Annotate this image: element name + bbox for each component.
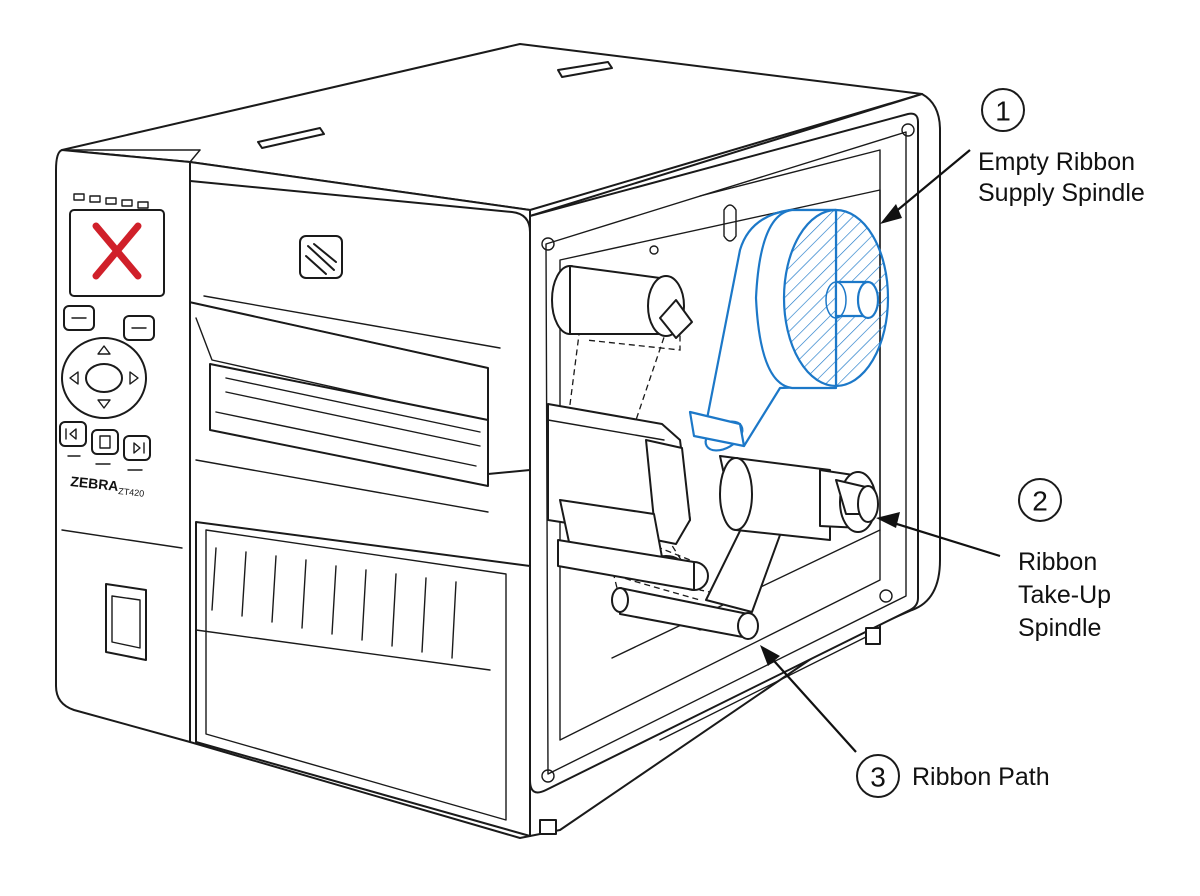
- fast-forward-button[interactable]: [123, 435, 151, 461]
- up-arrow-icon[interactable]: [97, 345, 111, 355]
- callout-1-number-badge: [981, 88, 1025, 132]
- callout-3: 3 Ribbon Path: [760, 645, 1050, 798]
- ribbon-supply-spindle-hub: [551, 265, 693, 339]
- ribbon-take-up-arm: [705, 455, 831, 613]
- zebra-logo-icon: [299, 235, 343, 279]
- callout-2-arrowhead: [876, 512, 900, 528]
- red-x-icon: [92, 222, 142, 280]
- callout-1: 1 Empty Ribbon Supply Spindle: [880, 88, 1145, 224]
- callout-2-number: 2: [1032, 486, 1048, 517]
- callout-1-label-line-1: Empty Ribbon: [978, 148, 1135, 176]
- navigation-dpad: [61, 337, 147, 419]
- rewind-button[interactable]: [59, 421, 87, 447]
- front-vent-grooves: [211, 547, 457, 659]
- printhead-bracket: [547, 403, 709, 591]
- callout-1-arrowhead: [880, 204, 902, 224]
- callout-3-leader: [765, 651, 857, 753]
- down-arrow-icon[interactable]: [97, 399, 111, 409]
- callout-1-number: 1: [995, 96, 1011, 127]
- callout-3-arrowhead: [760, 645, 780, 666]
- ribbon-mechanism: [547, 208, 890, 640]
- model-name: ZT420: [118, 486, 145, 499]
- right-arrow-icon[interactable]: [129, 371, 139, 385]
- callout-2: 2 Ribbon Take-Up Spindle: [876, 478, 1111, 642]
- callout-2-label-line-2: Take-Up: [1018, 581, 1111, 609]
- control-panel: ZEBRA ZT420: [55, 149, 201, 743]
- callout-2-label-line-1: Ribbon: [1018, 548, 1097, 576]
- callout-2-number-badge: [1018, 478, 1062, 522]
- brand-name: ZEBRA: [70, 473, 120, 494]
- callout-1-label-line-2: Supply Spindle: [978, 179, 1145, 207]
- media-window: [105, 583, 147, 661]
- lower-roller: [611, 587, 759, 640]
- printer-body-front: [179, 161, 881, 839]
- ok-button[interactable]: [85, 363, 123, 393]
- left-arrow-icon[interactable]: [69, 371, 79, 385]
- status-led-row: [73, 193, 149, 209]
- callout-3-number-badge: [856, 754, 900, 798]
- callout-3-label: Ribbon Path: [912, 763, 1050, 791]
- callout-2-label-line-3: Spindle: [1018, 614, 1101, 642]
- menu-button[interactable]: [91, 429, 119, 455]
- callout-3-number: 3: [870, 762, 886, 793]
- callout-1-leader: [887, 149, 971, 219]
- ribbon-take-up-spindle: [819, 469, 879, 533]
- callout-2-leader: [883, 518, 1001, 558]
- empty-ribbon-supply-spindle: [688, 208, 890, 452]
